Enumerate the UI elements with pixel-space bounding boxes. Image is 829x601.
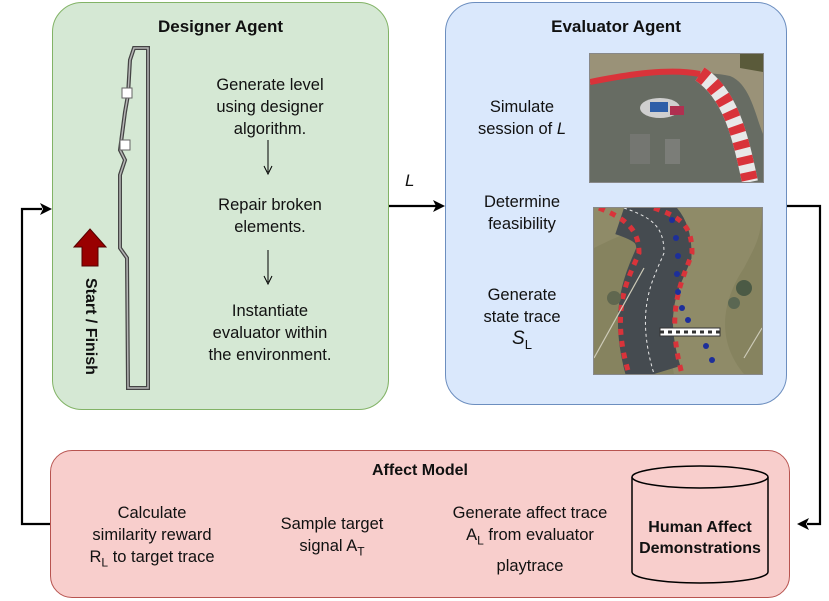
edge-label-level: L [405,171,415,190]
simulation-screenshot-image [589,53,764,183]
evaluator-step-feasibility: Determine feasibility [483,193,561,233]
database-label: Human Affect Demonstrations [639,519,761,557]
designer-step-repair: Repair broken elements. [218,196,322,236]
designer-step-generate: Generate level using designer algorithm. [216,76,324,138]
designer-agent-title: Designer Agent [157,17,283,36]
evaluator-agent-title: Evaluator Agent [551,17,681,36]
affect-step-generate: Generate affect trace AL from evaluator … [452,504,608,576]
start-finish-label: Start / Finish [82,278,99,375]
designer-step-instantiate: Instantiate evaluator within the environ… [208,302,332,364]
evaluator-step-trace: Generate state trace SL [483,286,561,352]
evaluator-step-simulate: Simulate session of L [477,98,567,138]
affect-step-sample: Sample target signal AT [280,515,384,559]
designer-agent-box: Designer Agent [52,2,389,410]
affect-model-title: Affect Model [372,462,468,479]
start-finish-arrow-icon [72,228,108,267]
affect-step-calculate: Calculate similarity reward RL to target… [89,504,215,570]
trace-screenshot-image [593,207,763,375]
race-track-icon [117,46,150,390]
